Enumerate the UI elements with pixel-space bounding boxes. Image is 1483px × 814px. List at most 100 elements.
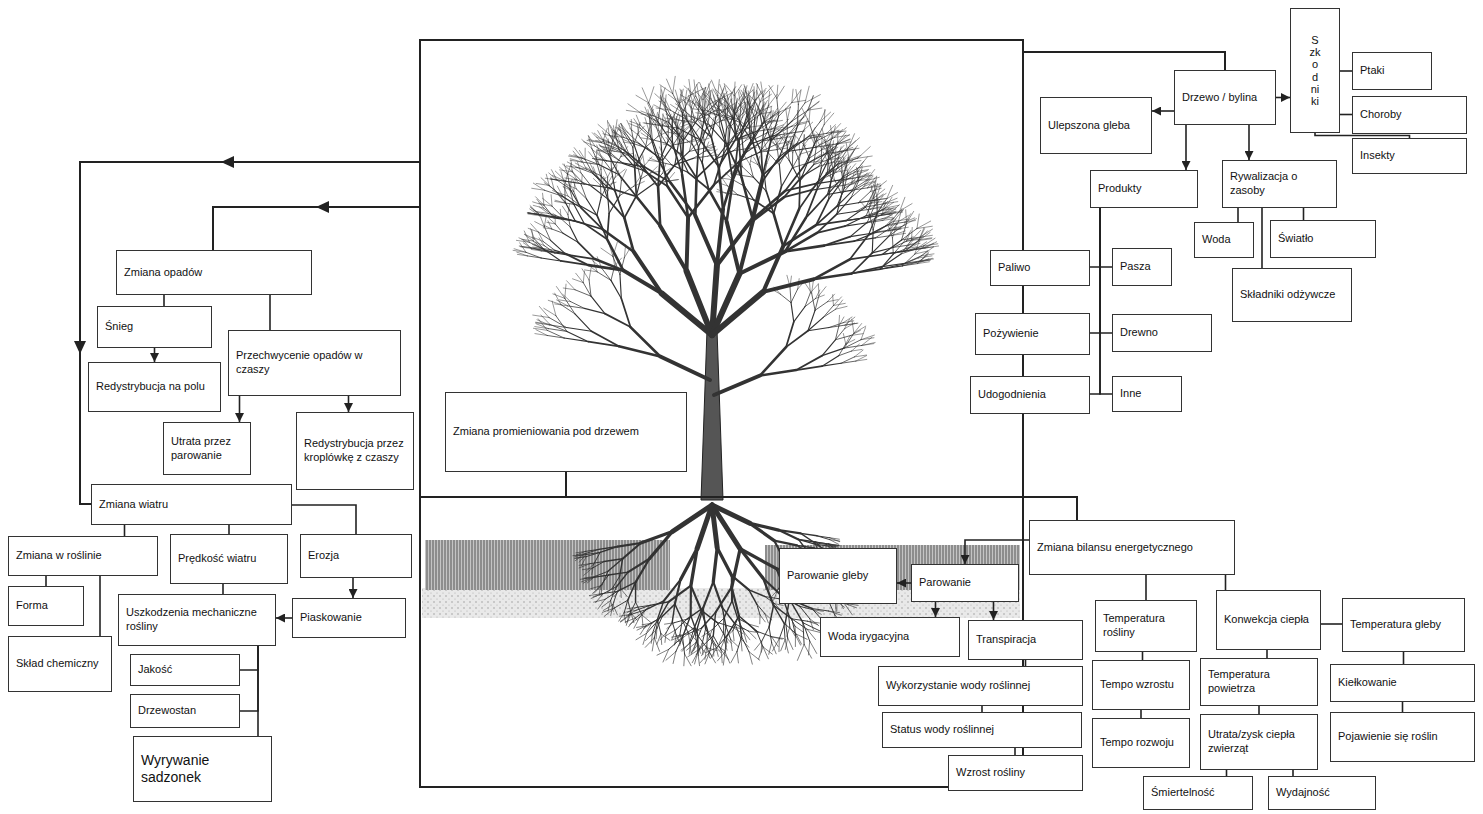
tree-branch <box>563 294 571 301</box>
tree-branch <box>697 84 700 100</box>
tree-branch <box>609 155 619 175</box>
tree-branch <box>589 268 591 280</box>
tree-branch <box>727 181 733 222</box>
tree-branch <box>818 159 829 181</box>
tree-branch <box>753 118 755 143</box>
tree-branch <box>551 195 553 206</box>
tree-branch <box>649 87 654 103</box>
tree-branch <box>694 80 696 96</box>
tree-branch <box>636 184 653 196</box>
tree-branch <box>747 114 752 132</box>
tree-branch <box>713 89 720 101</box>
tree-branch <box>712 505 740 549</box>
tree-branch <box>844 603 852 615</box>
tree-branch <box>748 84 753 98</box>
tree-branch <box>738 103 746 113</box>
tree-branch <box>717 189 725 193</box>
tree-branch <box>763 117 771 141</box>
tree-branch <box>643 123 659 125</box>
tree-branch <box>666 114 678 120</box>
tree-branch <box>572 170 577 180</box>
tree-branch <box>832 295 834 306</box>
tree-branch <box>744 135 755 154</box>
tree-branch <box>615 258 622 266</box>
tree-branch <box>695 178 696 216</box>
tree-branch <box>838 154 839 166</box>
tree-branch <box>882 217 893 219</box>
tree-branch <box>869 211 874 230</box>
tree-branch <box>750 164 753 177</box>
tree-branch <box>858 174 868 178</box>
tree-branch <box>739 116 747 141</box>
tree-branch <box>825 131 832 142</box>
tree-branch <box>808 101 819 110</box>
tree-branch <box>724 98 726 111</box>
tree-branch <box>654 105 666 112</box>
tree-branch <box>660 147 663 155</box>
tree-branch <box>679 134 692 144</box>
tree-branch <box>825 142 828 159</box>
tree-branch <box>672 136 673 146</box>
tree-branch <box>799 146 803 160</box>
tree-branch <box>828 611 841 615</box>
tree-branch <box>768 91 769 105</box>
tree-branch <box>677 98 681 112</box>
tree-branch <box>716 104 727 119</box>
tree-branch <box>849 145 858 157</box>
tree-branch <box>587 199 597 215</box>
tree-branch <box>731 651 737 662</box>
tree-branch <box>772 127 785 129</box>
tree-branch <box>675 90 679 103</box>
tree-branch <box>692 144 702 163</box>
tree-branch <box>741 94 744 106</box>
tree-branch <box>546 174 549 185</box>
tree-branch <box>700 653 710 663</box>
tree-branch <box>712 505 717 548</box>
tree-branch <box>772 639 779 651</box>
tree-branch <box>761 152 763 180</box>
tree-branch <box>570 189 581 208</box>
tree-branch <box>785 246 824 252</box>
tree-branch <box>885 205 899 208</box>
tree-branch <box>636 115 640 125</box>
tree-branch <box>903 233 909 243</box>
tree-branch <box>841 361 856 363</box>
tree-branch <box>846 340 855 344</box>
tree-branch <box>866 190 875 207</box>
tree-branch <box>551 170 556 180</box>
tree-branch <box>555 217 575 221</box>
tree-branch <box>919 239 932 241</box>
tree-branch <box>642 88 649 103</box>
tree-branch <box>918 259 929 264</box>
tree-branch <box>820 112 831 122</box>
tree-branch <box>621 299 630 328</box>
tree-branch <box>789 161 800 181</box>
tree-branch <box>765 597 775 604</box>
tree-branch <box>798 181 801 209</box>
tree-branch <box>837 188 844 206</box>
tree-branch <box>877 198 878 212</box>
tree-branch <box>819 287 826 296</box>
tree-branch <box>517 252 528 256</box>
tree-branch <box>881 214 891 216</box>
tree-branch <box>597 198 601 216</box>
tree-branch <box>769 627 772 643</box>
tree-branch <box>690 118 694 129</box>
tree-branch <box>852 267 883 274</box>
tree-branch <box>832 129 843 138</box>
tree-branch <box>810 284 818 292</box>
tree-branch <box>808 328 829 331</box>
tree-branch <box>607 192 609 213</box>
tree-branch <box>641 133 651 139</box>
tree-branch <box>732 576 749 590</box>
tree-branch <box>736 104 739 116</box>
tree-branch <box>684 86 696 96</box>
tree-branch <box>731 94 732 107</box>
tree-branch <box>805 86 809 103</box>
tree-branch <box>844 181 858 188</box>
tree-branch <box>796 366 822 370</box>
tree-branch <box>731 640 733 651</box>
tree-branch <box>552 301 556 316</box>
tree-branch <box>532 230 533 241</box>
